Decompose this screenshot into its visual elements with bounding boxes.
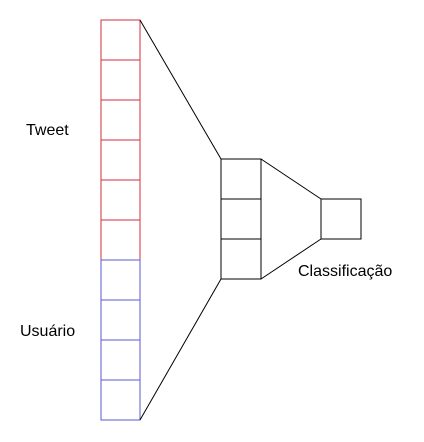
layer-connectors [139,19,322,421]
tweet-label: Tweet [26,122,69,139]
input-vector [100,19,141,421]
user-label: Usuário [20,323,76,340]
tweet-cell [100,139,141,181]
tweet-cell [100,19,141,61]
hidden-layer [220,158,262,280]
tweet-cell [100,219,141,261]
connector-line [139,278,222,421]
hidden-cell [220,198,262,240]
tweet-cell [100,179,141,221]
tweet-cell [100,59,141,101]
user-cell [100,299,141,341]
output-layer [320,198,362,240]
user-cell [100,259,141,301]
hidden-cell [220,238,262,280]
tweet-cell [100,99,141,141]
connector-line [139,19,222,160]
user-cell [100,339,141,381]
classification-label: Classificação [298,263,393,280]
user-cell [100,379,141,421]
connector-line [260,238,322,280]
connector-line [260,158,322,200]
output-cell [320,198,362,240]
hidden-cell [220,158,262,200]
